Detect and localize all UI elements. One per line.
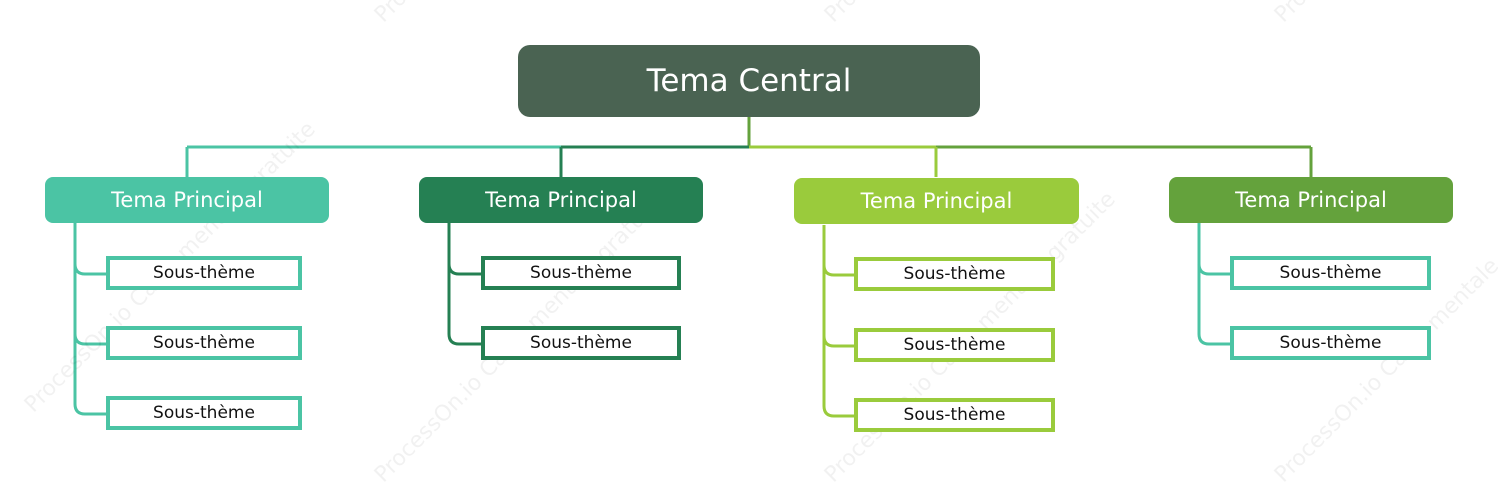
branch-3-connectors [822,225,854,418]
main-topic-1[interactable]: Tema Principal [45,177,329,223]
subtopic-label: Sous-thème [903,335,1006,355]
branch-1-connectors [73,223,106,416]
main-topic-3-label: Tema Principal [860,189,1013,213]
main-topic-1-label: Tema Principal [111,188,263,212]
subtopic-label: Sous-thème [1279,333,1382,353]
main-topic-4-label: Tema Principal [1235,188,1387,212]
subtopic-label: Sous-thème [153,263,255,283]
subtopic-label: Sous-thème [530,263,632,283]
subtopic-1-2[interactable]: Sous-thème [106,326,302,360]
main-topic-3[interactable]: Tema Principal [794,178,1079,224]
subtopic-label: Sous-thème [903,405,1006,425]
subtopic-3-3[interactable]: Sous-thème [854,398,1055,432]
subtopic-3-1[interactable]: Sous-thème [854,257,1055,291]
subtopic-1-1[interactable]: Sous-thème [106,256,302,290]
branch-2-connectors [447,223,481,346]
main-topic-4[interactable]: Tema Principal [1169,177,1453,223]
subtopic-2-1[interactable]: Sous-thème [481,256,681,290]
subtopic-label: Sous-thème [1279,263,1382,283]
branch-4-connectors [1197,223,1230,346]
subtopic-1-3[interactable]: Sous-thème [106,396,302,430]
subtopic-4-1[interactable]: Sous-thème [1230,256,1431,290]
main-topic-2[interactable]: Tema Principal [419,177,703,223]
main-topic-2-label: Tema Principal [485,188,637,212]
subtopic-label: Sous-thème [153,403,255,423]
subtopic-4-2[interactable]: Sous-thème [1230,326,1431,360]
subtopic-label: Sous-thème [530,333,632,353]
subtopic-2-2[interactable]: Sous-thème [481,326,681,360]
subtopic-label: Sous-thème [903,264,1006,284]
subtopic-3-2[interactable]: Sous-thème [854,328,1055,362]
subtopic-label: Sous-thème [153,333,255,353]
central-topic[interactable]: Tema Central [518,45,980,117]
central-topic-label: Tema Central [646,63,852,99]
